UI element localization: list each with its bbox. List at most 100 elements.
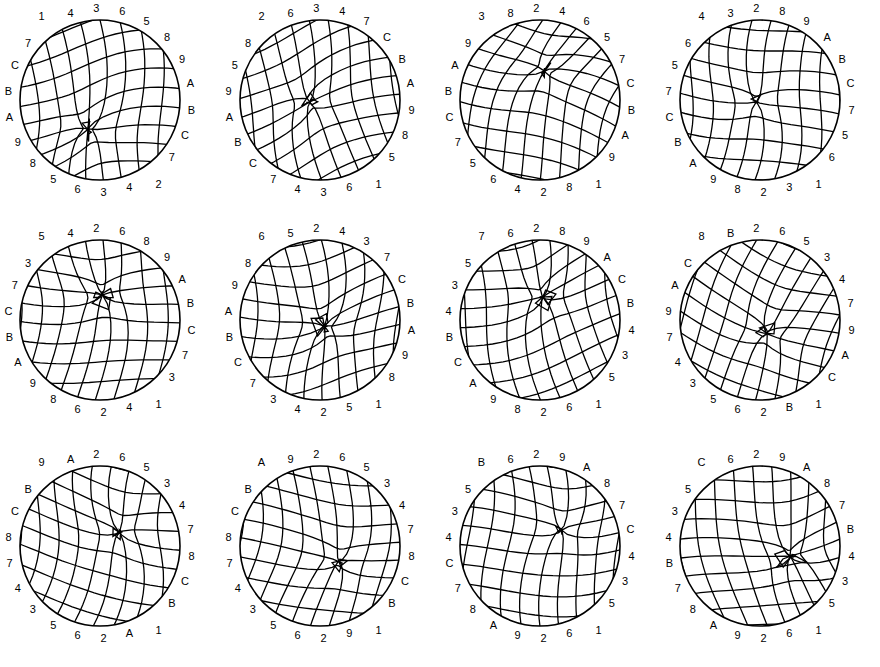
boundary-label: 4	[445, 531, 451, 543]
boundary-label: A	[6, 111, 13, 123]
boundary-label: 6	[339, 451, 345, 463]
mesh-line	[195, 0, 424, 69]
boundary-label: A	[803, 461, 810, 473]
mesh-line	[105, 0, 126, 203]
boundary-circle	[680, 20, 840, 180]
mesh-line	[540, 205, 598, 436]
boundary-label: 6	[119, 451, 125, 463]
boundary-label: 3	[25, 257, 31, 269]
boundary-label: 6	[508, 453, 514, 465]
mesh-line	[0, 220, 218, 237]
boundary-label: 6	[346, 181, 352, 193]
boundary-label: 9	[15, 136, 21, 148]
boundary-label: 9	[665, 305, 671, 317]
boundary-label: 6	[508, 227, 514, 239]
boundary-label: B	[398, 53, 405, 65]
mesh-line	[620, 162, 712, 383]
boundary-label: 8	[402, 129, 408, 141]
boundary-label: 3	[321, 186, 327, 198]
mesh-line	[549, 1, 638, 223]
boundary-label: 5	[465, 257, 471, 269]
boundary-label: A	[671, 279, 678, 291]
mesh-line	[702, 215, 794, 435]
boundary-label: 3	[169, 371, 175, 383]
mesh-lines	[413, 420, 665, 667]
mesh-line	[359, 436, 392, 667]
mesh-line	[193, 590, 431, 614]
boundary-label: 2	[321, 632, 327, 644]
boundary-label: 4	[126, 181, 132, 193]
mesh-line	[645, 119, 880, 166]
boundary-label: 5	[470, 157, 476, 169]
mesh-line	[576, 186, 633, 418]
boundary-label: B	[445, 85, 452, 97]
mesh-line	[331, 203, 349, 441]
mesh-line	[631, 422, 646, 661]
boundary-label: 9	[408, 104, 414, 116]
mesh-line	[643, 41, 878, 88]
boundary-label: B	[234, 136, 241, 148]
boundary-label: 8	[698, 230, 704, 242]
mesh-line	[642, 286, 862, 378]
boundary-label: A	[407, 77, 414, 89]
mesh-line	[402, 0, 492, 182]
boundary-label: A	[126, 627, 133, 639]
boundary-label: 7	[665, 85, 671, 97]
boundary-label: C	[5, 305, 13, 317]
boundary-label: 3	[622, 575, 628, 587]
boundary-label: 4	[68, 7, 74, 19]
boundary-label: 5	[685, 483, 691, 495]
boundary-label: 2	[258, 10, 264, 22]
boundary-label: 8	[389, 371, 395, 383]
boundary-label: 7	[12, 279, 18, 291]
boundary-label: 2	[93, 222, 99, 234]
boundary-label: C	[249, 157, 257, 169]
mesh-line	[670, 614, 880, 660]
boundary-label: 5	[465, 483, 471, 495]
mesh-line	[0, 606, 195, 665]
boundary-label: 6	[685, 37, 691, 49]
boundary-label: 7	[455, 136, 461, 148]
mesh-line	[689, 182, 880, 274]
boundary-label: 7	[226, 557, 232, 569]
mesh-line	[645, 562, 878, 607]
boundary-label: A	[408, 324, 415, 336]
mesh-line	[756, 0, 807, 218]
boundary-label: A	[187, 77, 194, 89]
boundary-label: 6	[490, 173, 496, 185]
boundary-label: 2	[753, 2, 759, 14]
mesh-line	[653, 0, 880, 32]
mesh-line	[203, 56, 431, 126]
boundary-label: 6	[119, 225, 125, 237]
mesh-line	[500, 429, 515, 667]
boundary-label: 3	[270, 393, 276, 405]
mesh-line	[407, 98, 632, 180]
boundary-label: 9	[490, 393, 496, 405]
boundary-label: 2	[541, 632, 547, 644]
boundary-label: 5	[144, 15, 150, 27]
mesh-line	[186, 608, 424, 633]
mesh-line	[512, 0, 601, 215]
mesh-line	[669, 433, 724, 666]
mesh-line	[209, 458, 447, 486]
boundary-label: 2	[93, 448, 99, 460]
boundary-label: B	[478, 456, 485, 468]
mesh-line	[191, 188, 429, 228]
boundary-label: B	[5, 85, 12, 97]
mesh-line	[198, 209, 217, 448]
mesh-line	[801, 425, 858, 657]
mesh-line	[397, 433, 431, 667]
boundary-label: 4	[339, 5, 345, 17]
boundary-label: B	[6, 331, 13, 343]
boundary-circle	[680, 466, 840, 626]
boundary-label: 5	[50, 619, 56, 631]
mesh-line	[0, 30, 221, 72]
boundary-label: A	[710, 619, 717, 631]
mesh-line	[422, 519, 661, 538]
mesh-line	[679, 0, 730, 213]
boundary-label: 7	[169, 151, 175, 163]
boundary-label: 7	[675, 582, 681, 594]
boundary-label: 5	[144, 461, 150, 473]
mesh-line	[13, 0, 40, 236]
